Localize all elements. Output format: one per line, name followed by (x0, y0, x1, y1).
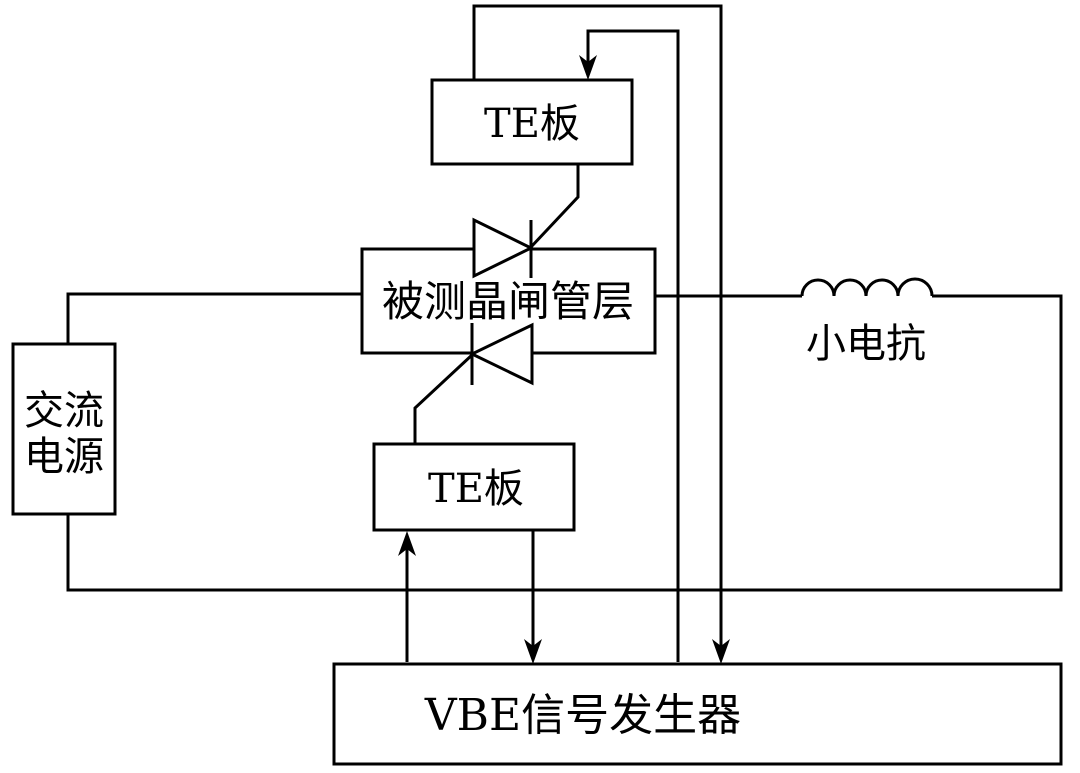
te-board-bottom-label: TE板 (428, 466, 524, 512)
vbe-box (332, 662, 1063, 766)
wire-reactor-to-right (66, 294, 1063, 592)
thyristor-forward-icon (472, 217, 535, 279)
arrow-down-vbe-right-icon (712, 639, 730, 664)
gate-wire-top (529, 165, 580, 249)
arrow-down-top-te-icon (579, 55, 597, 80)
te-board-bottom (372, 442, 576, 532)
vbe-label: VBE信号发生器 (424, 690, 741, 741)
reactor-coil-icon (800, 277, 934, 297)
reactor-label: 小电抗 (806, 321, 926, 367)
wire-ac-to-thyristor (66, 292, 362, 344)
arrow-up-bottom-te-icon (398, 531, 416, 556)
te-board-top-label: TE板 (484, 101, 580, 147)
thyristor-layer-label: 被测晶闸管层 (382, 277, 634, 326)
thyristor-reverse-icon (468, 322, 534, 386)
arrow-down-vbe-left-icon (524, 639, 542, 664)
te-board-top (430, 78, 634, 166)
ac-source-label-line2: 电源 (24, 434, 104, 480)
ac-source-box (11, 342, 117, 516)
wire-top-te-to-vbe (472, 4, 723, 660)
ac-source-label-line1: 交流 (24, 388, 104, 434)
gate-wire-bottom (413, 353, 474, 443)
wire-vbe-to-top-te (586, 29, 680, 662)
